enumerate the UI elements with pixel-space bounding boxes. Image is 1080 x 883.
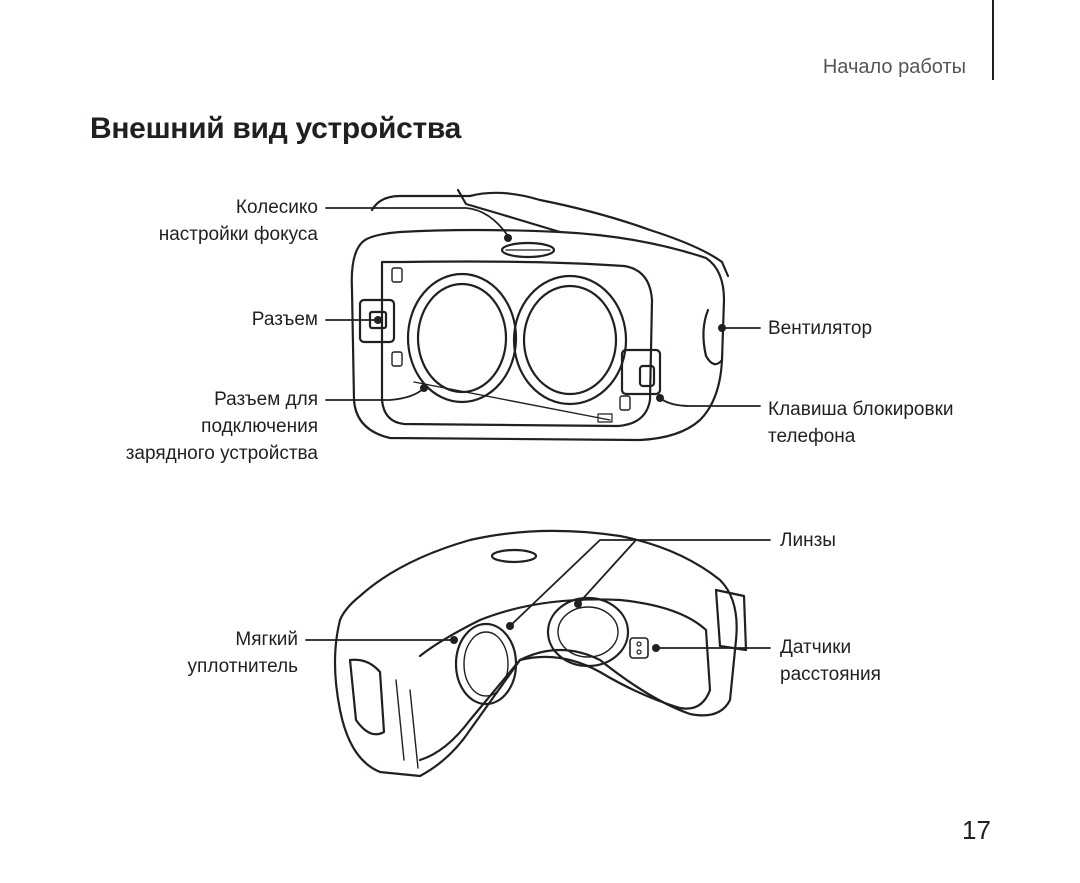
label-line: Колесико	[235, 197, 318, 218]
headset-front-view	[350, 188, 730, 442]
label-charger-port: Разъем для подключения зарядного устройс…	[60, 386, 318, 467]
label-line: Мягкий	[235, 629, 298, 650]
label-line: настройки фокуса	[158, 224, 318, 245]
label-cushion: Мягкий уплотнитель	[100, 626, 298, 680]
label-line: уплотнитель	[187, 656, 298, 677]
label-line: Датчики	[780, 637, 852, 658]
page-number: 17	[962, 815, 991, 845]
header-rule	[992, 0, 994, 80]
label-connector: Разъем	[251, 309, 318, 330]
label-line: Клавиша блокировки	[768, 399, 954, 420]
label-proximity-sensor: Датчики расстояния	[780, 634, 881, 688]
label-focus-wheel: Колесико настройки фокуса	[100, 194, 318, 248]
label-line: зарядного устройства	[125, 443, 318, 464]
label-line: Разъем для	[214, 389, 318, 410]
headset-rear-view	[333, 529, 748, 778]
page-title: Внешний вид устройства	[90, 112, 461, 145]
label-lenses: Линзы	[780, 530, 836, 551]
label-line: расстояния	[780, 664, 881, 685]
label-fan: Вентилятор	[768, 318, 873, 339]
label-line: телефона	[768, 426, 856, 447]
label-lock-key: Клавиша блокировки телефона	[768, 396, 954, 450]
section-title: Начало работы	[822, 56, 966, 78]
label-line: подключения	[201, 416, 318, 437]
